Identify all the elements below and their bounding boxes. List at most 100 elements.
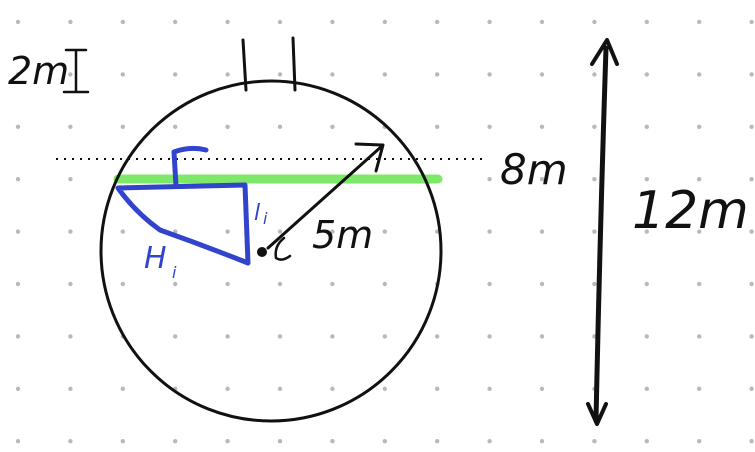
grid-dot [173, 72, 178, 77]
grid-dot [539, 334, 545, 339]
grid-dot [15, 334, 21, 339]
grid-dot [592, 19, 597, 25]
grid-dot [120, 386, 126, 391]
grid-dot [120, 281, 126, 287]
grid-dot [277, 439, 283, 444]
grid-dot [382, 19, 387, 25]
grid-dot [330, 281, 335, 287]
grid-dot [15, 229, 21, 234]
grid-dot [749, 72, 754, 77]
grid-dot [173, 19, 178, 25]
height-label: 12m [632, 181, 749, 241]
grid-dot [487, 386, 492, 391]
grid-dot [120, 19, 126, 25]
grid-dot [697, 386, 702, 391]
grid-dot [697, 334, 702, 339]
grid-dot [68, 177, 73, 182]
grid-dot [277, 281, 283, 287]
grid-dot [68, 19, 73, 25]
grid-dot [749, 386, 754, 391]
grid-dot [487, 439, 492, 444]
grid-dot [697, 72, 702, 77]
grid-dot [225, 281, 230, 287]
grid-dot [225, 72, 230, 77]
grid-dot [539, 177, 545, 182]
grid-dot [68, 439, 73, 444]
grid-dot [330, 386, 335, 391]
grid-dot [68, 72, 73, 77]
grid-dot [15, 72, 21, 77]
height-arrowhead-top [590, 38, 619, 66]
grid-dot [15, 281, 21, 287]
grid-dot [120, 229, 126, 234]
leg-subscript: i [263, 209, 268, 228]
grid-dot [749, 19, 754, 25]
grid-dot [539, 19, 545, 25]
dot-grid [15, 19, 754, 444]
grid-dot [382, 439, 387, 444]
blue-triangle [115, 182, 251, 266]
grid-dot [15, 386, 21, 391]
radius-arrowhead [354, 142, 385, 173]
grid-dot [697, 19, 702, 25]
grid-dot [225, 229, 230, 234]
grid-dot [382, 281, 387, 287]
scale-label: 2m [8, 49, 69, 93]
grid-dot [68, 386, 73, 391]
grid-dot [68, 281, 73, 287]
grid-dot [382, 386, 387, 391]
grid-dot [487, 124, 492, 129]
grid-dot [749, 124, 754, 129]
grid-dot [644, 439, 649, 444]
grid-dot [644, 334, 649, 339]
grid-dot [120, 439, 126, 444]
grid-dot [487, 19, 492, 25]
grid-dot [15, 124, 21, 129]
grid-dot [15, 439, 21, 444]
grid-dot [68, 334, 73, 339]
grid-dot [435, 386, 440, 391]
grid-dot [644, 281, 649, 287]
center-hook [274, 236, 292, 261]
grid-dot [539, 386, 545, 391]
grid-dot [330, 19, 335, 25]
grid-dot [330, 229, 335, 234]
grid-dot [592, 177, 597, 182]
grid-dot [539, 229, 545, 234]
grid-dot [330, 124, 335, 129]
grid-dot [749, 281, 754, 287]
grid-dot [225, 124, 230, 129]
grid-dot [592, 229, 597, 234]
grid-dot [644, 177, 649, 182]
grid-dot [277, 334, 283, 339]
grid-dot [225, 19, 230, 25]
grid-dot [539, 124, 545, 129]
tank-circle [99, 79, 443, 423]
grid-dot [15, 177, 21, 182]
height-arrow [593, 45, 609, 423]
grid-dot [15, 19, 21, 25]
grid-dot [382, 72, 387, 77]
grid-dot [749, 334, 754, 339]
tank-spout [241, 36, 297, 92]
grid-dot [539, 72, 545, 77]
grid-dot [68, 229, 73, 234]
grid-dot [487, 281, 492, 287]
grid-dot [487, 177, 492, 182]
grid-dot [487, 229, 492, 234]
grid-dot [487, 72, 492, 77]
grid-dot [644, 72, 649, 77]
height-arrowhead-bottom [586, 402, 608, 426]
scale-bar [62, 48, 90, 94]
hyp-label: H [144, 241, 167, 276]
grid-dot [435, 19, 440, 25]
grid-dot [487, 334, 492, 339]
center-point [257, 247, 267, 257]
grid-dot [225, 386, 230, 391]
radius-label: 5m [312, 213, 373, 257]
grid-dot [330, 334, 335, 339]
grid-dot [435, 124, 440, 129]
grid-dot [120, 72, 126, 77]
